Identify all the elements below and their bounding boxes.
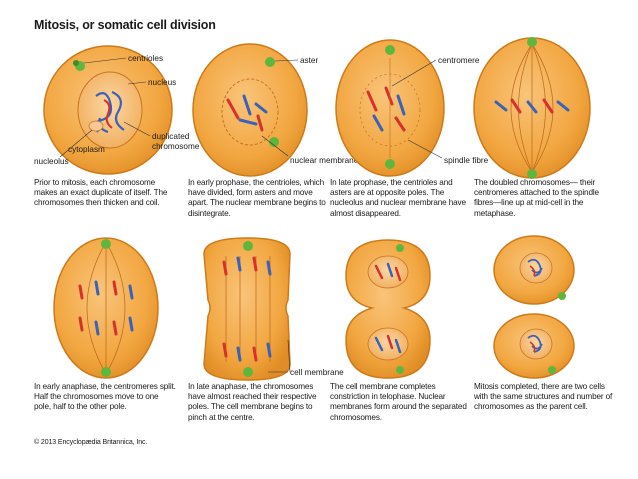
centriole-bottom bbox=[527, 169, 537, 179]
cell-body bbox=[345, 239, 431, 379]
caption-stage-8: Mitosis completed, there are two cells w… bbox=[474, 382, 613, 412]
label-nuclear-membrane: nuclear membrane bbox=[290, 156, 359, 165]
caption-stage-5: In early anaphase, the centromeres split… bbox=[34, 382, 176, 412]
nucleus-top bbox=[519, 252, 553, 284]
caption-stage-3: In late prophase, the centrioles and ast… bbox=[330, 178, 466, 218]
label-nucleus: nucleus bbox=[148, 78, 176, 87]
centriole-bottom bbox=[101, 367, 111, 377]
label-duplicated: duplicated bbox=[152, 132, 190, 141]
caption-stage-7: The cell membrane completes constriction… bbox=[330, 382, 467, 422]
diagram-title: Mitosis, or somatic cell division bbox=[34, 18, 216, 32]
stage-6-late-anaphase: cell membrane bbox=[203, 237, 344, 381]
stage-4-metaphase bbox=[473, 37, 591, 179]
caption-stage-1: Prior to mitosis, each chromosome makes … bbox=[34, 178, 168, 208]
stage-1-labels: centrioles nucleus duplicated chromosome… bbox=[34, 54, 200, 166]
stage-7-telophase bbox=[345, 239, 431, 379]
chromosomes bbox=[78, 280, 134, 336]
label-nucleolus: nucleolus bbox=[34, 157, 69, 166]
stage-5-early-anaphase bbox=[53, 237, 159, 379]
nucleus-bottom bbox=[519, 328, 553, 360]
chromosomes bbox=[366, 86, 406, 132]
chromosomes bbox=[226, 94, 268, 132]
chromosomes bbox=[494, 98, 570, 114]
stage-2-early-prophase bbox=[192, 43, 308, 177]
centrioles bbox=[73, 60, 85, 71]
aster-top bbox=[265, 57, 275, 67]
label-aster: aster bbox=[300, 56, 318, 65]
spindle bbox=[510, 43, 554, 173]
caption-stage-2: In early prophase, the centrioles, which… bbox=[188, 178, 326, 218]
label-centrioles: centrioles bbox=[128, 54, 163, 63]
centriole-top bbox=[101, 239, 111, 249]
stage-2-labels: aster nuclear membrane bbox=[261, 56, 359, 165]
aster-bottom bbox=[269, 137, 279, 147]
nucleus-top bbox=[367, 255, 409, 289]
stage-1-interphase bbox=[43, 45, 173, 175]
caption-stage-6: In late anaphase, the chromosomes have a… bbox=[188, 382, 317, 422]
centriole-bottom bbox=[243, 367, 253, 377]
centriole-top bbox=[243, 241, 253, 251]
nucleus-bottom bbox=[367, 327, 409, 361]
cell-body bbox=[203, 237, 291, 381]
stage-3-late-prophase bbox=[335, 39, 445, 177]
nucleus bbox=[221, 78, 279, 146]
centriole-top bbox=[527, 37, 537, 47]
aster-top bbox=[385, 45, 395, 55]
caption-stage-4: The doubled chromosomes— their centromer… bbox=[474, 178, 599, 218]
chromosomes bbox=[222, 256, 272, 362]
chromosomes bbox=[374, 262, 402, 354]
copyright-notice: © 2013 Encyclopædia Britannica, Inc. bbox=[34, 439, 148, 446]
label-cytoplasm: cytoplasm bbox=[68, 145, 105, 154]
stage-8-daughter-cells bbox=[493, 235, 575, 379]
label-centromere: centromere bbox=[438, 56, 480, 65]
stage-3-labels: centromere spindle fibre bbox=[391, 56, 489, 165]
label-cell-membrane: cell membrane bbox=[290, 368, 344, 377]
label-chromosome: chromosome bbox=[152, 142, 200, 151]
spindle bbox=[86, 241, 126, 375]
aster-bottom bbox=[385, 159, 395, 169]
label-spindle-fibre: spindle fibre bbox=[444, 156, 489, 165]
nucleolus bbox=[88, 120, 104, 132]
